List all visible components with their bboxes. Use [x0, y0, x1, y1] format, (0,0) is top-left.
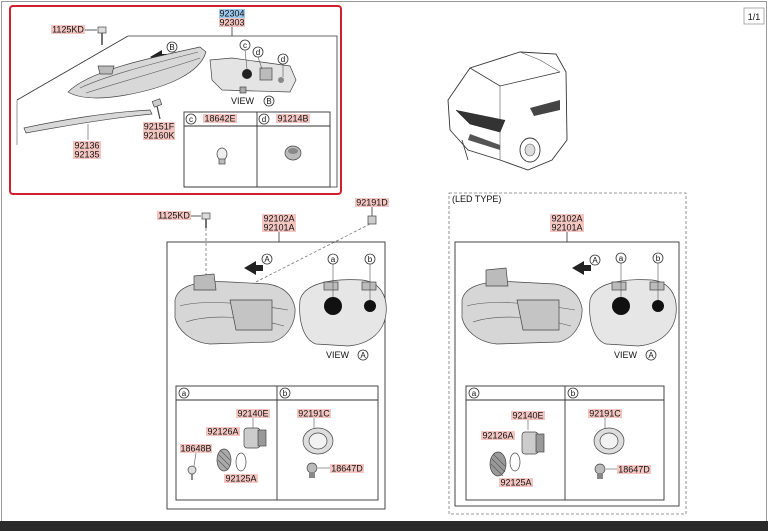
left-b-bulb-icon: [306, 462, 318, 478]
top-lamp-housing: [67, 46, 207, 99]
left-a-92140E[interactable]: 92140E: [237, 409, 268, 419]
right-a-92126A[interactable]: 92126A: [482, 431, 513, 441]
left-cover-cap-icon: [243, 427, 267, 449]
left-b-18647D[interactable]: 18647D: [331, 464, 363, 474]
page-indicator-box[interactable]: [743, 7, 765, 25]
right-view-label: VIEW: [614, 350, 638, 360]
top-socket-92151F[interactable]: 92151F: [144, 122, 175, 132]
right-group-title: (LED TYPE): [452, 194, 501, 204]
left-view-label: VIEW: [326, 350, 350, 360]
bulb-icon: [216, 147, 228, 165]
right-callout-b: b: [656, 254, 661, 263]
right-dust-cap-icon: [593, 427, 625, 455]
left-a-92125A[interactable]: 92125A: [225, 474, 256, 484]
top-callout-d-2: d: [281, 55, 285, 64]
left-dust-cap-icon: [302, 427, 334, 455]
right-a-92125A[interactable]: 92125A: [500, 478, 531, 488]
left-headlamp-back-view: [299, 279, 387, 347]
left-group: 1125KD 92191D 92102A 92101A A: [157, 198, 389, 510]
left-view-ref: A: [360, 351, 366, 360]
left-connector-icon: [367, 215, 377, 225]
top-strip-92135[interactable]: 92135: [74, 150, 99, 160]
left-a-18648B[interactable]: 18648B: [180, 444, 211, 454]
grommet-icon: [284, 145, 302, 161]
top-view-label: VIEW: [231, 96, 255, 106]
top-callout-d-1: d: [256, 48, 260, 57]
top-part-92304[interactable]: 92304: [219, 9, 244, 19]
left-lens-ring-icon: [235, 452, 247, 472]
left-arrow-ref: A: [264, 255, 270, 264]
top-socket-92160K[interactable]: 92160K: [143, 131, 174, 141]
right-group-frame: [454, 241, 680, 507]
right-detail-a-ref: a: [472, 389, 477, 398]
right-arrow-ref: A: [592, 256, 598, 265]
left-lens-grid-icon: [216, 448, 232, 472]
bottom-bar: [0, 521, 768, 531]
left-part-92102A[interactable]: 92102A: [263, 214, 294, 224]
right-lens-grid-icon: [489, 451, 507, 477]
top-group: 92304 92303 1125KD B: [9, 5, 342, 195]
right-group-dashed-frame: [448, 192, 687, 515]
right-b-92191C[interactable]: 92191C: [589, 409, 621, 419]
top-part-label-bg-1: [219, 9, 245, 18]
right-a-92140E[interactable]: 92140E: [512, 411, 543, 421]
right-b-bulb-icon: [594, 463, 606, 479]
top-group-highlight-frame: [9, 5, 342, 195]
right-part-92102A[interactable]: 92102A: [551, 214, 582, 224]
right-detail-b-ref: b: [571, 389, 576, 398]
vehicle-illustration: [447, 51, 568, 171]
left-part-92101A[interactable]: 92101A: [263, 223, 294, 233]
top-callout-c-1: c: [243, 41, 247, 50]
left-a-92126A[interactable]: 92126A: [207, 427, 238, 437]
top-detail-c-18642E[interactable]: 18642E: [204, 114, 235, 124]
right-headlamp-back-view: [589, 279, 677, 347]
right-cover-cap-icon: [521, 431, 545, 455]
top-screw-1125KD[interactable]: 1125KD: [52, 25, 84, 35]
right-part-92101A[interactable]: 92101A: [551, 223, 582, 233]
top-lamp-strip: [23, 109, 153, 134]
left-group-frame: [166, 241, 386, 510]
left-detail-a-ref: a: [182, 389, 187, 398]
top-view-ref: B: [266, 97, 271, 106]
left-connector-92191D[interactable]: 92191D: [356, 198, 388, 208]
right-view-ref: A: [648, 351, 654, 360]
top-detail-d-ref: d: [262, 115, 266, 124]
left-callout-b: b: [368, 255, 373, 264]
top-part-92303[interactable]: 92303: [219, 18, 244, 28]
left-b-92191C[interactable]: 92191C: [298, 409, 330, 419]
top-arrow-ref: B: [169, 43, 174, 52]
left-headlamp-housing: [174, 273, 296, 345]
top-detail-c-ref: c: [189, 115, 193, 124]
right-group: (LED TYPE) 92102A 92101A A a: [448, 192, 687, 515]
top-part-label-bg-2: [219, 18, 245, 27]
left-bulb-icon: [187, 465, 197, 480]
right-b-18647D[interactable]: 18647D: [618, 465, 650, 475]
left-screw-icon: [201, 212, 211, 228]
left-callout-a: a: [331, 255, 336, 264]
right-arrow-icon: [572, 261, 591, 275]
top-socket-icon: [151, 98, 163, 120]
right-lens-ring-icon: [509, 452, 521, 472]
top-lamp-back-view: [209, 57, 297, 94]
top-strip-92136[interactable]: 92136: [74, 141, 99, 151]
left-detail-b-ref: b: [283, 389, 288, 398]
top-detail-d-91214B[interactable]: 91214B: [277, 114, 308, 124]
right-headlamp-housing: [461, 267, 583, 345]
top-screw-icon: [97, 26, 107, 45]
left-arrow-icon: [244, 261, 263, 275]
left-screw-1125KD[interactable]: 1125KD: [158, 211, 190, 221]
page-indicator: 1/1: [748, 12, 761, 22]
right-callout-a: a: [619, 254, 624, 263]
